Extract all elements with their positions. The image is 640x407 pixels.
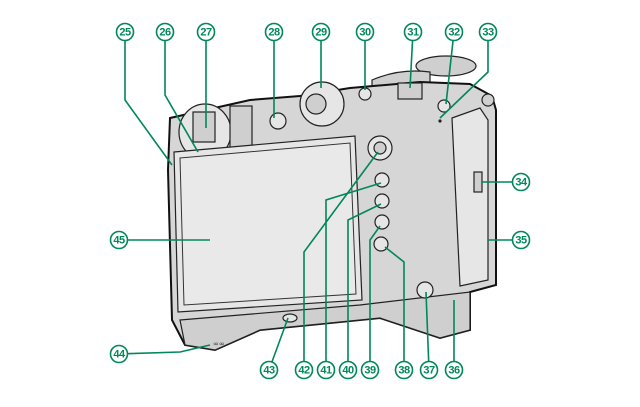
callout-number: 40: [342, 365, 354, 377]
callout-43: 43: [259, 360, 279, 380]
callout-circle: [444, 22, 464, 42]
callout-circle: [338, 360, 358, 380]
callout-number: 30: [359, 27, 371, 39]
callout-number: 39: [364, 365, 376, 377]
callout-number: 25: [119, 27, 131, 39]
callout-circle: [511, 230, 531, 250]
callout-circle: [155, 22, 175, 42]
callout-circle: [264, 22, 284, 42]
camera-body: ∞∞: [166, 55, 497, 352]
callout-33: 33: [478, 22, 498, 42]
callout-34: 34: [511, 172, 531, 192]
command-dial: [415, 55, 477, 77]
callout-42: 42: [294, 360, 314, 380]
button-38: [373, 236, 389, 252]
callout-circle: [311, 22, 331, 42]
callout-circle: [360, 360, 380, 380]
hdmi-connector: [473, 171, 483, 193]
callout-number: 36: [448, 365, 460, 377]
callout-circle: [478, 22, 498, 42]
callout-number: 43: [263, 365, 275, 377]
leader-line-41: [325, 182, 382, 370]
callout-number: 41: [320, 365, 332, 377]
callout-28: 28: [264, 22, 284, 42]
leader-line-44: [118, 344, 211, 355]
callout-number: 32: [448, 27, 460, 39]
callout-30: 30: [355, 22, 375, 42]
callout-number: 28: [268, 27, 280, 39]
locating-hole: [282, 313, 298, 323]
callout-31: 31: [403, 22, 423, 42]
indicator-lamp: [438, 119, 442, 123]
callout-26: 26: [155, 22, 175, 42]
leader-line-42: [303, 151, 379, 370]
tripod-socket: [416, 281, 434, 299]
leader-line-33: [439, 32, 489, 119]
callout-circle: [316, 360, 336, 380]
leader-line-40: [347, 203, 382, 370]
callouts: 25 26 27 28 29 30 31 32 33 34 35 36 37 38 39 40 41 42 43 44…: [109, 22, 531, 380]
callout-circle: [196, 22, 216, 42]
callout-number: 29: [315, 27, 327, 39]
callout-circle: [444, 360, 464, 380]
callout-35: 35: [511, 230, 531, 250]
callout-number: 45: [113, 235, 125, 247]
callout-circle: [511, 172, 531, 192]
callout-36: 36: [444, 360, 464, 380]
q-button: [437, 99, 451, 113]
callout-32: 32: [444, 22, 464, 42]
callout-number: 37: [423, 365, 435, 377]
callout-37: 37: [419, 360, 439, 380]
callout-circle: [394, 360, 414, 380]
callout-circle: [109, 344, 129, 364]
callout-45: 45: [109, 230, 129, 250]
callout-41: 41: [316, 360, 336, 380]
leader-line-31: [409, 31, 414, 89]
callout-29: 29: [311, 22, 331, 42]
callout-number: 31: [407, 27, 419, 39]
callout-circle: [403, 22, 423, 42]
callout-40: 40: [338, 360, 358, 380]
focus-stick-center: [373, 141, 387, 155]
callout-number: 26: [159, 27, 171, 39]
callout-38: 38: [394, 360, 414, 380]
callout-number: 42: [298, 365, 310, 377]
viewfinder-window: [192, 111, 216, 143]
leader-line-25: [124, 32, 173, 166]
leader-line-39: [369, 225, 381, 370]
leader-lines: [118, 31, 521, 371]
callout-27: 27: [196, 22, 216, 42]
vf-lever: [269, 112, 287, 130]
callout-circle: [109, 230, 129, 250]
leader-line-37: [425, 291, 430, 371]
callout-circle: [355, 22, 375, 42]
callout-circle: [294, 360, 314, 380]
speaker-grille: ∞∞: [213, 340, 225, 348]
side-panel: [451, 107, 489, 287]
leader-line-38: [384, 246, 405, 370]
lcd-monitor: [179, 142, 357, 306]
callout-number: 34: [515, 177, 528, 189]
strap-lug: [481, 93, 495, 107]
callout-circle: [115, 22, 135, 42]
callout-circle: [419, 360, 439, 380]
leader-line-32: [445, 31, 455, 105]
leader-line-26: [164, 32, 199, 153]
callout-39: 39: [360, 360, 380, 380]
callout-44: 44: [109, 344, 129, 364]
callout-number: 27: [200, 27, 212, 39]
button-39: [374, 214, 390, 230]
callout-25: 25: [115, 22, 135, 42]
callout-number: 44: [113, 349, 126, 361]
callout-number: 35: [515, 235, 527, 247]
callout-number: 38: [398, 365, 410, 377]
callout-number: 33: [482, 27, 494, 39]
callout-circle: [259, 360, 279, 380]
dial-center: [305, 93, 327, 115]
